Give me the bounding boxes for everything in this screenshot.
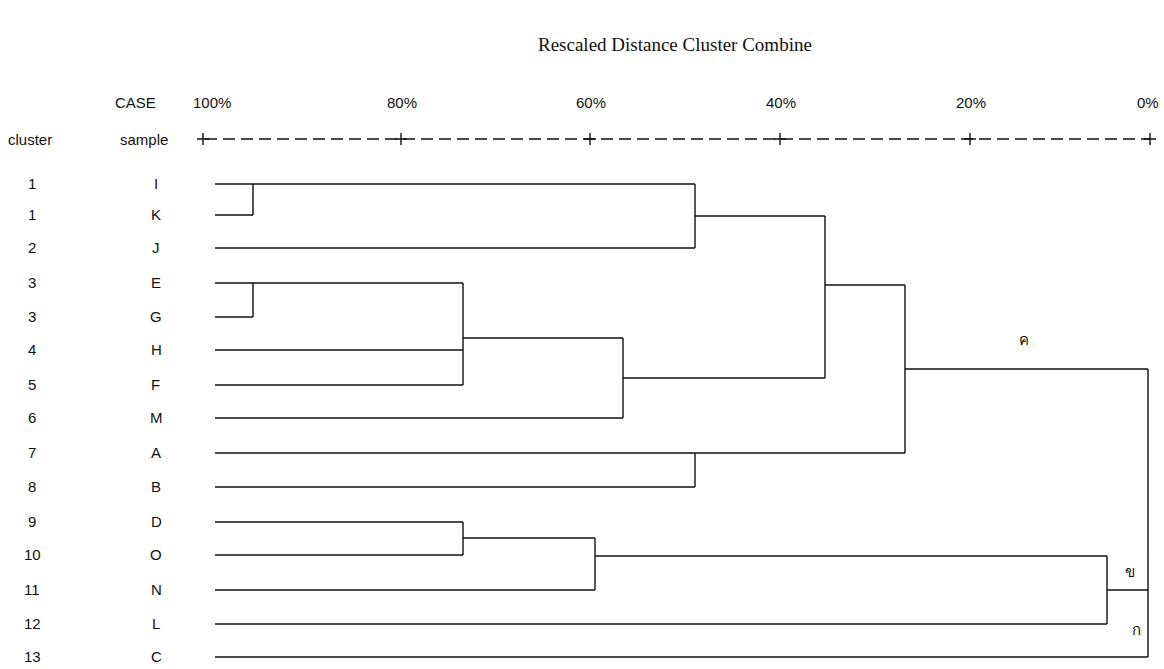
axis-tick-label: 20%: [956, 94, 986, 112]
sample-letter: C: [151, 648, 162, 666]
cluster-number: 10: [24, 546, 41, 564]
cluster-number: 4: [28, 341, 36, 359]
chart-title: Rescaled Distance Cluster Combine: [538, 34, 812, 56]
sample-letter: H: [151, 341, 162, 359]
sample-letter: F: [151, 376, 160, 394]
cluster-number: 2: [28, 239, 36, 257]
cluster-number: 5: [28, 376, 36, 394]
branch-label: ค: [1017, 331, 1031, 349]
axis-ticks: [197, 133, 1156, 145]
axis-tick-label: 100%: [193, 94, 231, 112]
axis-tick-label: 0%: [1137, 94, 1159, 112]
cluster-number: 11: [24, 581, 40, 599]
branch-label: ก: [1130, 621, 1143, 639]
axis-tick-label: 60%: [576, 94, 606, 112]
cluster-number: 13: [24, 648, 41, 666]
column-header: cluster: [8, 131, 52, 149]
sample-letter: L: [152, 615, 160, 633]
axis-tick-label: 40%: [766, 94, 796, 112]
cluster-number: 9: [28, 513, 36, 531]
column-header: sample: [120, 131, 168, 149]
axis-tick-label: 80%: [387, 94, 417, 112]
sample-letter: E: [151, 274, 161, 292]
sample-letter: I: [154, 175, 158, 193]
case-header: CASE: [115, 94, 156, 112]
sample-letter: A: [151, 444, 161, 462]
sample-letter: N: [151, 581, 162, 599]
sample-letter: O: [150, 546, 162, 564]
sample-letter: D: [151, 513, 162, 531]
cluster-number: 7: [28, 444, 36, 462]
cluster-number: 3: [28, 308, 36, 326]
tree-branches: [215, 184, 1148, 657]
sample-letter: J: [152, 239, 160, 257]
cluster-number: 6: [28, 409, 36, 427]
sample-letter: K: [151, 206, 161, 224]
sample-letter: B: [151, 478, 161, 496]
cluster-number: 8: [28, 478, 36, 496]
sample-letter: M: [150, 409, 163, 427]
cluster-number: 12: [24, 615, 41, 633]
axis-line: [205, 138, 1150, 139]
sample-letter: G: [150, 308, 162, 326]
cluster-number: 1: [28, 175, 36, 193]
cluster-number: 1: [28, 206, 36, 224]
branch-label: ข: [1123, 563, 1137, 581]
cluster-number: 3: [28, 274, 36, 292]
